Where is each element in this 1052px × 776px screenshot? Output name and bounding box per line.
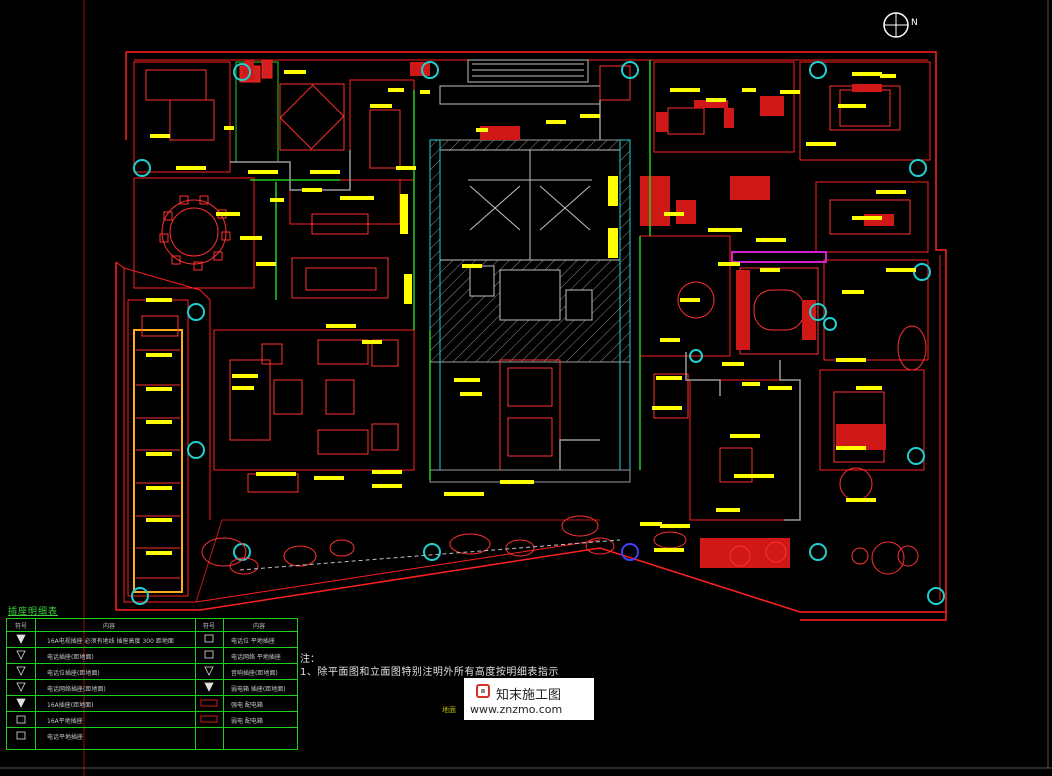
gray-walls (230, 100, 801, 521)
socket-triangle-icon (16, 634, 26, 644)
legend-row-right: 电话位 平地插座 (231, 638, 275, 645)
watermark: 知末施工图 www.znzmo.com (464, 678, 594, 720)
legend-row-right: 电话网络 平地插座 (231, 654, 281, 661)
legend-header-symbol-2: 符号 (203, 623, 216, 630)
legend-header-content-2: 内容 (253, 623, 266, 630)
label-tags (150, 70, 916, 552)
garden (201, 515, 919, 575)
legend-title: 插座明细表 (8, 607, 59, 617)
north-label: N (911, 18, 918, 28)
legend-row-left: 16A平地插座 (47, 718, 83, 725)
legend-row-right: 弱电箱 插座(距地面) (231, 686, 286, 693)
living-room (213, 329, 415, 493)
stair-core (429, 139, 631, 483)
left-strip (127, 298, 189, 597)
legend-row-right: 强电 配电箱 (231, 702, 263, 709)
notes-title: 注： (300, 654, 320, 665)
right-wing-rooms (639, 61, 931, 521)
floor-network-icon (204, 650, 214, 659)
legend-row-left: 16A插座(距地面) (47, 702, 94, 709)
north-arrow-icon (883, 12, 909, 38)
watermark-url: www.znzmo.com (470, 703, 563, 716)
legend-symbols (16, 634, 218, 740)
red-fills (244, 60, 894, 568)
legend-row-left: 电话插座(距地面) (47, 654, 94, 661)
watermark-name: 知末施工图 (496, 688, 562, 703)
weak-current-icon (204, 682, 214, 692)
legend-row-left: 电话网络插座(距地面) (47, 686, 106, 693)
socket-legend-table: 符号 内容 符号 内容 16A电视插座 必须有地线 插座高度 300 距地面 电… (6, 618, 298, 750)
stub-label: 地面 (442, 706, 456, 714)
notes-line-1: 1、除平面图和立面图特别注明外所有高度按明细表指示 (300, 667, 559, 678)
legend-row-left: 16A电视插座 必须有地线 插座高度 300 距地面 (47, 638, 174, 645)
power-socket-icon (16, 698, 26, 708)
tv-socket-icon (16, 666, 26, 676)
misc-walls (250, 60, 651, 480)
floor-phone-icon (204, 634, 214, 643)
legend-header-content: 内容 (103, 623, 116, 630)
floor-socket-icon (16, 715, 26, 724)
outer-boundary (115, 51, 947, 621)
legend-row-left: 电话平地插座 (47, 734, 84, 741)
audio-socket-icon (204, 666, 214, 676)
znzmo-logo-icon (476, 684, 490, 698)
phone-floor-socket-icon (16, 731, 26, 740)
upper-left-rooms (133, 59, 415, 299)
network-socket-icon (16, 682, 26, 692)
legend-header-symbol: 符号 (15, 623, 28, 630)
strong-box-icon (200, 699, 218, 707)
legend-row-right: 弱电 配电箱 (231, 718, 263, 725)
weak-box-icon (200, 715, 218, 723)
legend-row-left: 电话位插座(距地面) (47, 670, 100, 677)
legend-row-right: 音响插座(距地面) (231, 670, 278, 677)
phone-socket-icon (16, 650, 26, 660)
top-center (439, 59, 631, 105)
